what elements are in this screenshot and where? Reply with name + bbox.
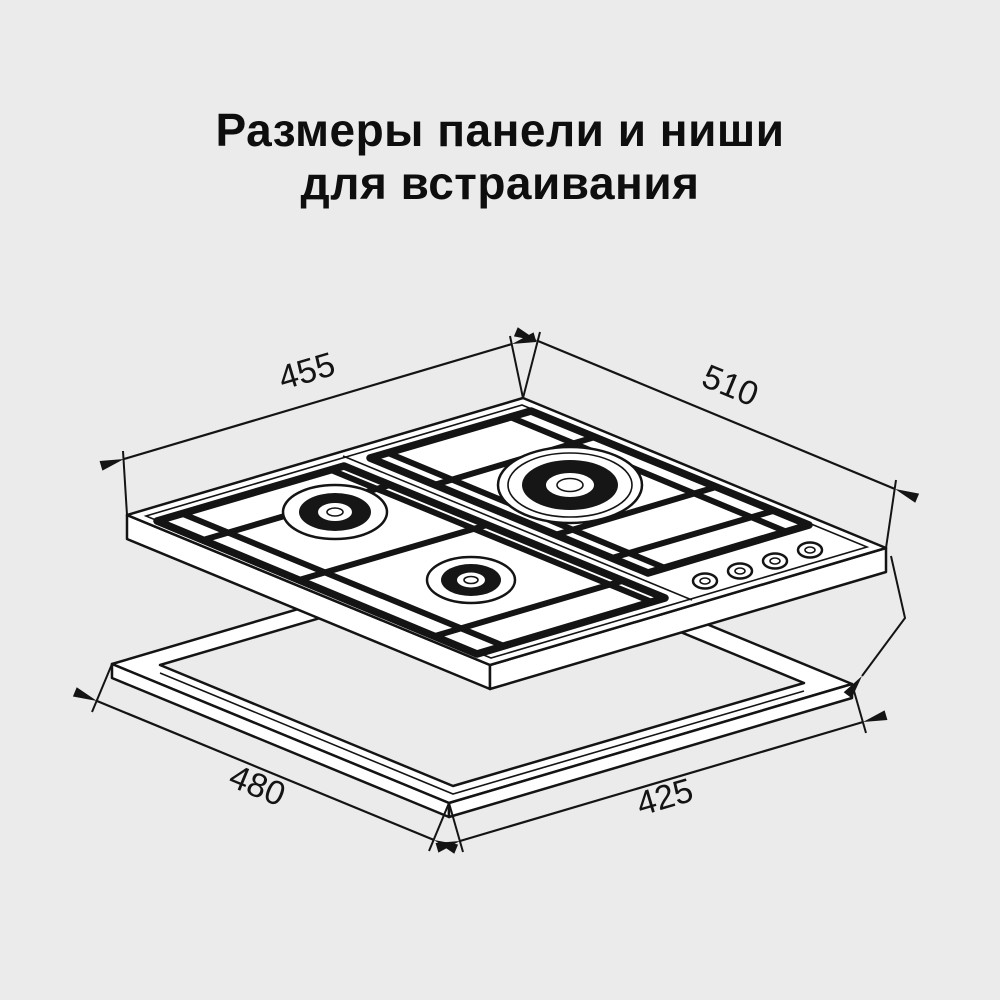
grate-bar (609, 508, 776, 561)
panel-width-label: 455 (274, 345, 339, 398)
knob (726, 562, 754, 580)
grate-bar (328, 467, 655, 605)
title-line-1: Размеры панели и ниши (215, 104, 785, 156)
title-line-2: для встраивания (300, 157, 700, 210)
grate-left (153, 462, 669, 658)
niche-corner-pointer (843, 555, 907, 699)
burner-small (425, 555, 517, 605)
burner-medium (281, 483, 389, 541)
grate-left-border (153, 462, 669, 658)
knob (761, 552, 789, 570)
page-title: Размеры панели и ниши для встраивания (0, 104, 1000, 211)
control-knobs (691, 541, 824, 590)
panel-seam (342, 455, 693, 601)
grate-bar (180, 511, 507, 649)
grate-bar (432, 578, 625, 639)
knob (796, 541, 824, 559)
knob (691, 572, 719, 590)
panel-depth-label: 510 (697, 357, 764, 414)
burner-large (496, 445, 644, 525)
niche-width-label: 425 (632, 771, 697, 823)
grate-bar (296, 522, 490, 583)
niche-depth-label: 480 (224, 757, 291, 814)
